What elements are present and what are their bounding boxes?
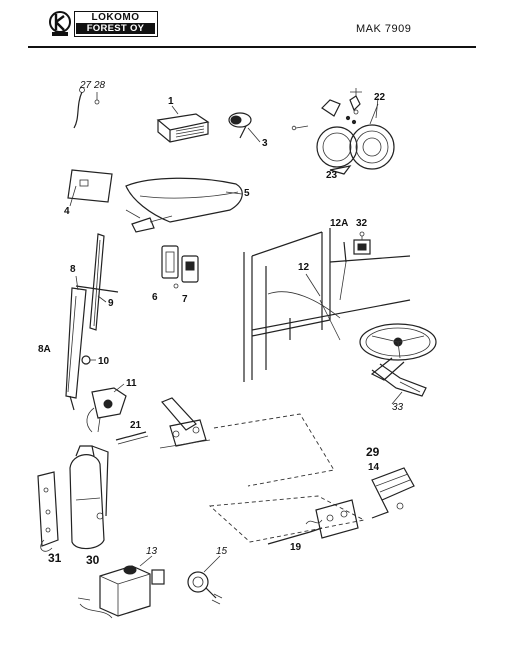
label-28: 28 [93,80,106,91]
label-14: 15 [216,546,228,557]
part-15-accelerator [371,467,415,519]
part-pedal-assembly [159,397,211,449]
logo-frame [74,11,158,37]
part-31-bracket [37,471,59,552]
part-27-28-cable [73,87,100,129]
part-6-7-interior-lamps [161,245,199,289]
part-33-steering-wheel [359,323,437,397]
document-code: MAK 7909 [356,23,412,35]
part-1-relay-box [156,113,210,143]
logo-text-lokomo: LOKOMO [91,12,140,23]
part-4-mirror [67,169,113,207]
part-5-sun-visor [125,177,243,233]
label-9: 9 [108,298,114,309]
label-13: 13 [146,546,158,557]
label-11: 11 [126,378,137,389]
part-12A-32-switch [339,231,371,301]
label-31: 31 [48,551,62,565]
floor-panel-outline [213,413,335,487]
label-23: 23 [326,170,338,181]
part-30-extinguisher [69,445,109,550]
label-4: 4 [64,206,70,217]
part-22-headlights [291,88,395,175]
label-12A: 12A [330,218,348,229]
logo-text-forest-oy: FOREST OY [76,23,155,34]
part-8-9-wiper [65,233,119,411]
part-19-cable [208,495,366,545]
label-6: 6 [152,292,158,303]
label-3: 3 [262,138,268,149]
label-10: 10 [98,356,110,367]
label-1: 1 [168,96,174,107]
part-10-knob [81,355,96,365]
leader-lines [75,103,403,573]
part-3-lamp [228,112,252,139]
header-rule [28,46,476,48]
part-21-rod [115,431,149,445]
label-29: 29 [366,445,380,459]
label-30: 30 [86,553,100,567]
label-27: 27 [79,80,92,91]
label-19: 19 [290,542,302,553]
part-14-horn [187,571,223,605]
label-32: 32 [356,218,368,229]
label-21: 21 [130,420,142,431]
label-8A: 8A [38,344,51,355]
label-12: 12 [298,262,310,273]
label-7: 7 [182,294,188,305]
part-11-wiper-motor [86,387,127,433]
label-5: 5 [244,188,250,199]
label-22: 22 [374,92,386,103]
label-15: 14 [368,462,380,473]
part-12-cab-frame [243,228,411,382]
part-13-washer-tank [77,565,165,619]
company-logo: LOKOMO FOREST OY [48,8,160,38]
lokomo-logo-icon [49,11,71,36]
label-33: 33 [392,402,404,413]
label-8: 8 [70,264,76,275]
